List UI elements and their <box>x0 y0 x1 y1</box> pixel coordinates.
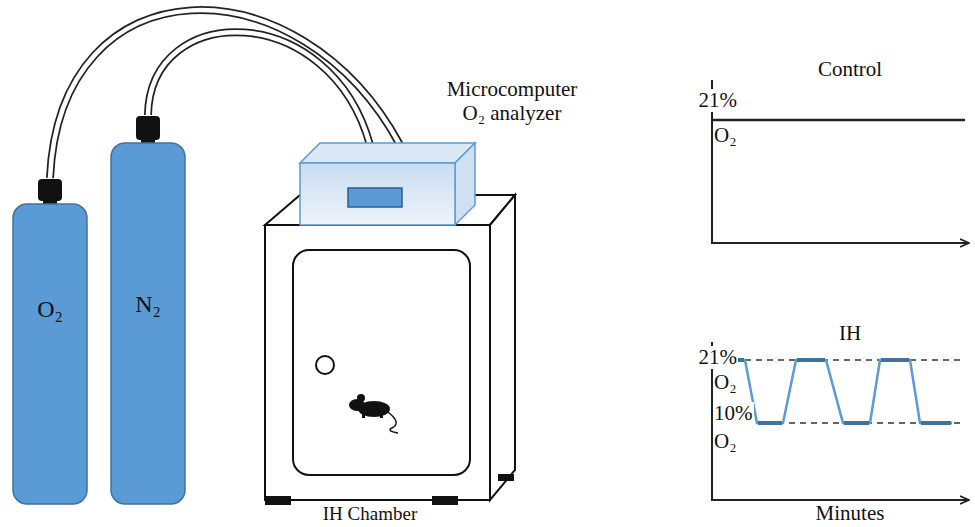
axis-value: 21% <box>698 346 739 369</box>
tube-bore <box>148 32 370 145</box>
axis-unit: O₂ <box>713 371 738 394</box>
gas-label: O₂ <box>37 296 63 324</box>
gas-tube <box>148 32 370 145</box>
axis-value: 10% <box>713 402 754 425</box>
axis-title: Minutes <box>815 502 886 525</box>
chamber-shape <box>262 193 518 505</box>
ih-chart <box>711 342 968 501</box>
box-heading: IH Chamber <box>323 503 417 525</box>
gas-cylinder-shape <box>12 178 88 505</box>
o2-analyzer-box: Microcomputer O₂ analyzer <box>300 143 475 225</box>
tube-outline <box>148 32 370 145</box>
gas-label: N₂ <box>135 291 161 319</box>
axis-unit: O₂ <box>713 124 738 147</box>
axis-value: 21% <box>698 89 739 112</box>
nitrogen-cylinder: N₂ <box>110 115 186 505</box>
oxygen-cylinder: O₂ <box>12 178 88 505</box>
chart-title: IH <box>838 322 862 345</box>
box-heading: Microcomputer O₂ analyzer <box>437 77 587 125</box>
control-chart <box>711 80 968 244</box>
mouse-figure <box>349 394 398 433</box>
analyzer-box-shape <box>300 143 475 225</box>
axis-unit: O₂ <box>713 430 738 453</box>
ih-chamber: IH Chamber <box>262 193 518 505</box>
chart-title: Control <box>817 58 883 81</box>
